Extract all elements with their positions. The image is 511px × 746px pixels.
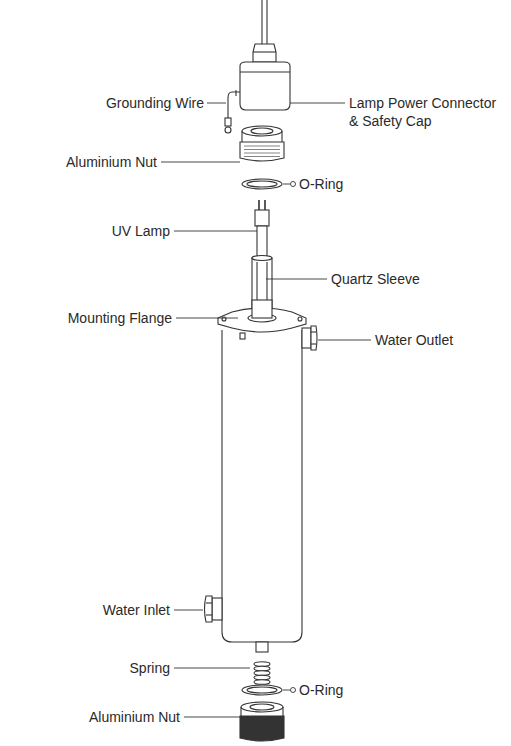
leader-line	[283, 690, 290, 691]
o-ring	[242, 685, 282, 695]
body-stud	[240, 333, 245, 339]
aluminium-nut	[251, 128, 273, 134]
grounding-wire	[228, 92, 240, 118]
o-ring	[247, 181, 277, 187]
o-ring	[242, 179, 282, 189]
bottom-stub	[256, 642, 268, 652]
cable-gland	[253, 51, 276, 52]
reactor-body	[222, 330, 302, 642]
uv-lamp	[257, 226, 267, 260]
part-label: O-Ring	[298, 681, 344, 699]
leader-line	[266, 279, 327, 280]
leader-line	[207, 103, 226, 104]
leader-lines	[161, 103, 371, 717]
grounding-wire-ring	[225, 127, 231, 133]
grounding-wire	[235, 90, 236, 96]
water-outlet	[311, 343, 316, 344]
nut-thread	[244, 153, 280, 154]
spring-coil	[254, 662, 270, 667]
leader-line	[283, 184, 290, 185]
quartz-sleeve	[252, 256, 272, 261]
aluminium-nut	[242, 131, 282, 142]
spring-coil	[254, 671, 270, 676]
water-inlet	[212, 598, 222, 620]
leader-line	[174, 668, 250, 669]
part-label: Quartz Sleeve	[330, 270, 421, 288]
part-label: Water Inlet	[102, 601, 171, 619]
aluminium-nut	[240, 716, 284, 741]
lamp-connector-cap	[240, 62, 290, 110]
water-inlet	[206, 614, 212, 615]
water-outlet	[311, 326, 317, 350]
leader-line	[318, 340, 371, 341]
water-outlet	[302, 328, 311, 348]
part-label: Aluminium Nut	[88, 708, 181, 726]
water-outlet	[311, 331, 316, 332]
grounding-wire-terminal	[225, 118, 231, 126]
lamp-connector-cap	[240, 71, 290, 72]
leader-line	[161, 162, 240, 163]
nut-threads	[244, 146, 280, 157]
power-cable	[266, 0, 267, 44]
power-cable	[261, 0, 262, 44]
part-label: Water Outlet	[374, 331, 454, 349]
quartz-sleeve	[252, 258, 272, 320]
spring-coil	[254, 680, 270, 685]
o-ring	[247, 687, 277, 693]
part-label: O-Ring	[298, 175, 344, 193]
leader-dot	[291, 182, 296, 187]
water-inlet	[206, 602, 212, 603]
leader-line	[176, 318, 238, 319]
spring-coil	[254, 666, 270, 671]
leader-line	[184, 717, 240, 718]
spring-coil	[254, 675, 270, 680]
flange-hole	[298, 317, 302, 321]
nut-thread	[244, 146, 280, 147]
aluminium-nut	[241, 707, 283, 716]
spring	[254, 662, 270, 685]
leader-line	[290, 103, 345, 104]
nut-thread	[244, 149, 280, 150]
lamp-base	[255, 210, 269, 226]
leader-line	[174, 231, 257, 232]
leader-line	[174, 610, 203, 611]
part-label: Lamp Power Connector & Safety Cap	[348, 94, 502, 130]
aluminium-nut	[242, 126, 282, 136]
part-label: Mounting Flange	[67, 309, 173, 327]
nut-thread	[244, 156, 280, 157]
part-label: Aluminium Nut	[65, 153, 158, 171]
aluminium-nut	[240, 142, 284, 161]
leader-dot	[291, 688, 296, 693]
quartz-sleeve	[252, 300, 272, 318]
aluminium-nut	[241, 702, 283, 712]
cable-gland	[253, 44, 276, 62]
part-label: Grounding Wire	[105, 94, 205, 112]
part-label: Spring	[129, 659, 171, 677]
aluminium-nut	[250, 704, 274, 710]
lamp-pins	[259, 200, 265, 210]
water-inlet	[205, 596, 213, 622]
part-label: UV Lamp	[111, 222, 171, 240]
